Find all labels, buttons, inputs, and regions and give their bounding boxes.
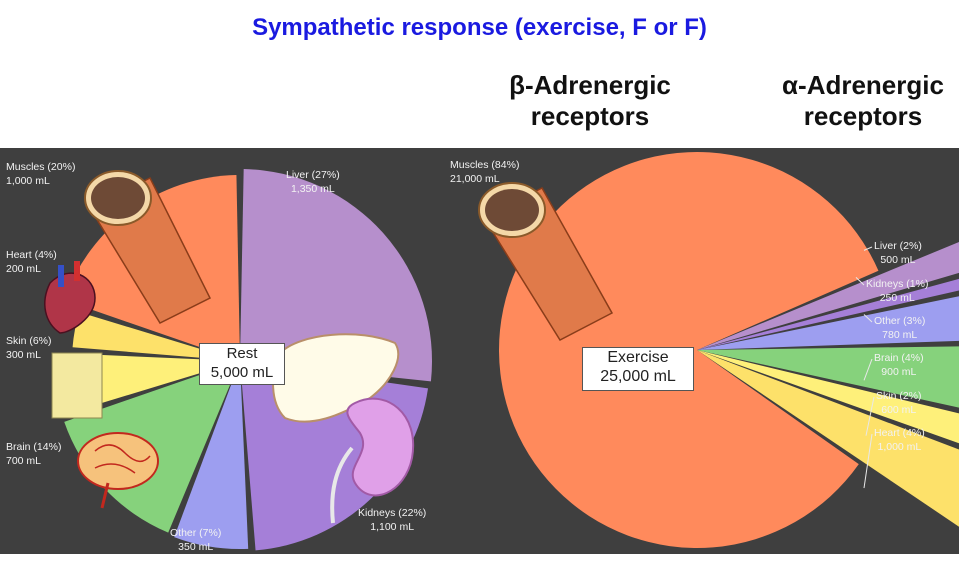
- rest-muscles-pct: Muscles (20%): [6, 161, 76, 173]
- beta-header-line-1: β-Adrenergic: [509, 70, 671, 100]
- rest-label-kidneys: Kidneys (22%) 1,100 mL: [358, 506, 426, 534]
- rest-slice-skin: [71, 353, 240, 410]
- rest-muscles-volume: 1,000 mL: [6, 175, 50, 187]
- rest-kidneys-volume: 1,100 mL: [370, 521, 415, 533]
- rest-label-heart: Heart (4%) 200 mL: [6, 248, 57, 276]
- rest-skin-pct: Skin (6%): [6, 335, 52, 347]
- rest-center-title: Rest: [226, 345, 258, 362]
- exercise-label-muscles: Muscles (84%) 21,000 mL: [450, 158, 519, 186]
- exercise-muscles-pct: Muscles (84%): [450, 159, 520, 171]
- exercise-leader-heart: [863, 433, 873, 489]
- exercise-brain-volume: 900 mL: [881, 366, 917, 378]
- exercise-label-heart: Heart (4%) 1,000 mL: [874, 426, 925, 454]
- alpha-header-line-1: α-Adrenergic: [782, 70, 944, 100]
- exercise-label-skin: Skin (2%) 600 mL: [876, 389, 922, 417]
- exercise-label-other: Other (3%) 780 mL: [874, 314, 925, 342]
- exercise-other-pct: Other (3%): [874, 315, 926, 327]
- exercise-label-kidneys: Kidneys (1%) 250 mL: [866, 277, 928, 305]
- exercise-label-liver: Liver (2%) 500 mL: [874, 239, 922, 267]
- exercise-center-label: Exercise 25,000 mL: [582, 347, 694, 391]
- page-title: Sympathetic response (exercise, F or F): [252, 14, 707, 41]
- exercise-slice-kidneys: [697, 278, 959, 350]
- exercise-leader-liver: [863, 246, 873, 251]
- rest-label-brain: Brain (14%) 700 mL: [6, 440, 61, 468]
- exercise-leader-kidneys: [855, 277, 865, 286]
- alpha-receptors-header: α-Adrenergic receptors: [750, 70, 959, 132]
- exercise-muscles-volume: 21,000 mL: [450, 173, 500, 185]
- beta-header-line-2: receptors: [530, 101, 650, 131]
- exercise-other-volume: 780 mL: [882, 329, 918, 341]
- rest-heart-pct: Heart (4%): [6, 249, 57, 261]
- rest-brain-volume: 700 mL: [6, 455, 42, 467]
- exercise-slice-brain: [697, 346, 959, 408]
- alpha-header-line-2: receptors: [803, 101, 923, 131]
- exercise-chart-panel: Exercise 25,000 mL Muscles (84%) 21,000 …: [442, 148, 959, 554]
- rest-center-label: Rest 5,000 mL: [199, 343, 285, 385]
- exercise-pie-chart: [478, 152, 959, 548]
- exercise-slice-other: [697, 296, 959, 350]
- rest-other-pct: Other (7%): [170, 527, 222, 539]
- exercise-skin-volume: 600 mL: [881, 404, 917, 416]
- exercise-leader-skin: [865, 396, 875, 436]
- exercise-heart-pct: Heart (4%): [874, 427, 925, 439]
- rest-pie-chart: [44, 169, 432, 551]
- heart-illustration: [44, 261, 96, 334]
- rest-skin-volume: 300 mL: [6, 349, 42, 361]
- exercise-center-total: 25,000 mL: [600, 368, 676, 385]
- rest-label-skin: Skin (6%) 300 mL: [6, 334, 52, 362]
- rest-liver-volume: 1,350 mL: [290, 183, 335, 195]
- ureter-illustration: [330, 446, 354, 524]
- exercise-kidneys-pct: Kidneys (1%): [866, 278, 929, 290]
- rest-slice-liver: [240, 169, 432, 382]
- beta-receptors-header: β-Adrenergic receptors: [480, 70, 700, 132]
- rest-liver-pct: Liver (27%): [286, 169, 340, 181]
- exercise-brain-pct: Brain (4%): [874, 352, 924, 364]
- rest-chart-panel: Rest 5,000 mL Muscles (20%) 1,000 mL Liv…: [0, 148, 442, 554]
- exercise-liver-pct: Liver (2%): [874, 240, 922, 252]
- exercise-leader-brain: [863, 358, 873, 381]
- rest-kidneys-pct: Kidneys (22%): [358, 507, 427, 519]
- rest-other-volume: 350 mL: [178, 541, 214, 553]
- exercise-muscle-illustration: [478, 182, 614, 341]
- exercise-liver-volume: 500 mL: [880, 254, 916, 266]
- brain-illustration: [77, 432, 159, 509]
- skin-illustration: [51, 352, 103, 419]
- exercise-slice-heart: [697, 350, 959, 527]
- rest-brain-pct: Brain (14%): [6, 441, 62, 453]
- kidney-illustration: [346, 397, 415, 497]
- exercise-center-title: Exercise: [607, 349, 669, 366]
- exercise-label-brain: Brain (4%) 900 mL: [874, 351, 924, 379]
- rest-label-muscles: Muscles (20%) 1,000 mL: [6, 160, 75, 188]
- rest-center-total: 5,000 mL: [210, 364, 274, 381]
- rest-slice-heart: [72, 312, 241, 361]
- rest-heart-volume: 200 mL: [6, 263, 42, 275]
- exercise-leader-other: [863, 314, 873, 323]
- muscle-illustration: [84, 170, 212, 324]
- rest-label-other: Other (7%) 350 mL: [170, 526, 221, 554]
- rest-label-liver: Liver (27%) 1,350 mL: [286, 168, 340, 196]
- exercise-kidneys-volume: 250 mL: [879, 292, 915, 304]
- exercise-heart-volume: 1,000 mL: [877, 441, 922, 453]
- rest-slice-other: [174, 361, 249, 549]
- exercise-skin-pct: Skin (2%): [876, 390, 922, 402]
